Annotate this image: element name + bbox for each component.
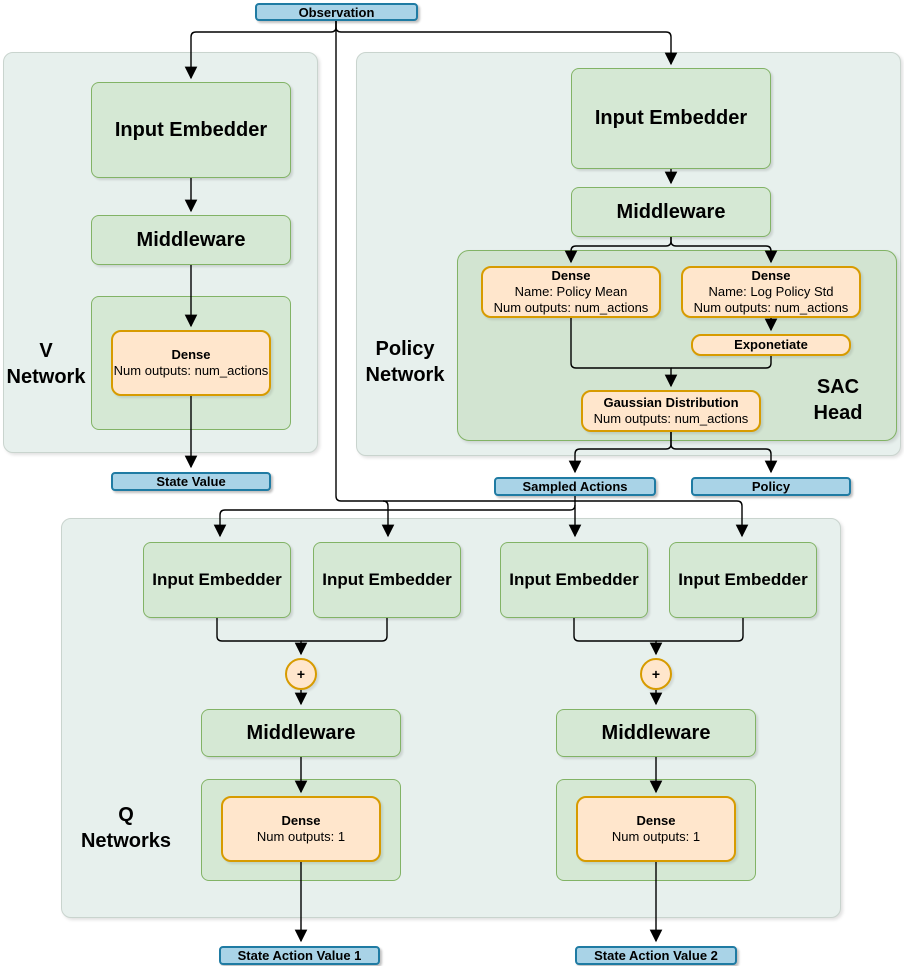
- policy-output-label: Policy: [751, 479, 791, 494]
- plus-operator-2: +: [640, 658, 672, 690]
- exponentiate-label: Exponetiate: [734, 337, 808, 352]
- state-action-value-1-label: State Action Value 1: [237, 948, 362, 963]
- q-networks-label-line1: Q: [118, 804, 134, 826]
- sac-head-label-line1: SAC: [816, 376, 860, 398]
- q-input-embedder-2-node: Input Embedder: [313, 542, 461, 618]
- gaussian-distribution-title: Gaussian Distribution: [603, 395, 739, 410]
- dense-policy-mean-name: Name: Policy Mean: [514, 284, 628, 299]
- dense-log-policy-std-outputs: Num outputs: num_actions: [693, 300, 849, 315]
- q-dense-1-detail: Num outputs: 1: [256, 829, 346, 844]
- q-middleware-1-node: Middleware: [201, 709, 401, 757]
- sampled-actions-label: Sampled Actions: [522, 479, 628, 494]
- q-input-embedder-3-label: Input Embedder: [509, 570, 639, 589]
- q-dense-2-title: Dense: [636, 813, 676, 828]
- q-middleware-1-label: Middleware: [246, 721, 356, 744]
- q-input-embedder-1-node: Input Embedder: [143, 542, 291, 618]
- v-dense-detail: Num outputs: num_actions: [113, 363, 269, 378]
- policy-network-label-line2: Network: [365, 364, 445, 386]
- v-network-label-line1: V: [39, 340, 53, 362]
- state-action-value-1-node: State Action Value 1: [219, 946, 380, 965]
- state-action-value-2-label: State Action Value 2: [594, 948, 718, 963]
- q-input-embedder-4-label: Input Embedder: [678, 570, 808, 589]
- v-network-label: V Network: [0, 338, 92, 390]
- q-dense-2-detail: Num outputs: 1: [611, 829, 701, 844]
- policy-input-embedder-label: Input Embedder: [594, 107, 748, 129]
- q-networks-label-line2: Networks: [80, 830, 172, 852]
- policy-input-embedder-node: Input Embedder: [571, 68, 771, 169]
- state-value-label: State Value: [156, 474, 226, 489]
- sac-head-label-line2: Head: [813, 402, 863, 424]
- q-input-embedder-2-label: Input Embedder: [322, 570, 452, 589]
- sampled-actions-node: Sampled Actions: [494, 477, 656, 496]
- q-input-embedder-3-node: Input Embedder: [500, 542, 648, 618]
- q-input-embedder-1-label: Input Embedder: [152, 570, 282, 589]
- q-middleware-2-label: Middleware: [601, 721, 711, 744]
- state-action-value-2-node: State Action Value 2: [575, 946, 737, 965]
- q-dense-2-node: Dense Num outputs: 1: [576, 796, 736, 862]
- gaussian-distribution-outputs: Num outputs: num_actions: [593, 411, 749, 426]
- v-network-label-line2: Network: [6, 366, 86, 388]
- policy-output-node: Policy: [691, 477, 851, 496]
- v-middleware-label: Middleware: [136, 228, 246, 251]
- v-middleware-node: Middleware: [91, 215, 291, 265]
- v-input-embedder-label: Input Embedder: [114, 118, 268, 141]
- plus-operator-1-label: +: [296, 666, 306, 682]
- dense-policy-mean-title: Dense: [551, 268, 591, 283]
- dense-policy-mean-node: Dense Name: Policy Mean Num outputs: num…: [481, 266, 661, 318]
- policy-middleware-label: Middleware: [616, 200, 726, 223]
- dense-policy-mean-outputs: Num outputs: num_actions: [493, 300, 649, 315]
- q-networks-label: Q Networks: [76, 802, 176, 854]
- q-middleware-2-node: Middleware: [556, 709, 756, 757]
- state-value-node: State Value: [111, 472, 271, 491]
- observation-label: Observation: [298, 4, 375, 20]
- policy-network-label-line1: Policy: [375, 338, 435, 360]
- v-input-embedder-node: Input Embedder: [91, 82, 291, 178]
- plus-operator-1: +: [285, 658, 317, 690]
- gaussian-distribution-node: Gaussian Distribution Num outputs: num_a…: [581, 390, 761, 432]
- dense-log-policy-std-title: Dense: [751, 268, 791, 283]
- q-dense-1-node: Dense Num outputs: 1: [221, 796, 381, 862]
- v-dense-node: Dense Num outputs: num_actions: [111, 330, 271, 396]
- dense-log-policy-std-node: Dense Name: Log Policy Std Num outputs: …: [681, 266, 861, 318]
- dense-log-policy-std-name: Name: Log Policy Std: [708, 284, 834, 299]
- q-input-embedder-4-node: Input Embedder: [669, 542, 817, 618]
- policy-network-label: Policy Network: [358, 336, 452, 388]
- q-dense-1-title: Dense: [281, 813, 321, 828]
- policy-middleware-node: Middleware: [571, 187, 771, 237]
- exponentiate-node: Exponetiate: [691, 334, 851, 356]
- observation-node: Observation: [255, 3, 418, 21]
- sac-head-label: SAC Head: [792, 374, 884, 426]
- plus-operator-2-label: +: [651, 666, 661, 682]
- v-dense-title: Dense: [171, 347, 211, 362]
